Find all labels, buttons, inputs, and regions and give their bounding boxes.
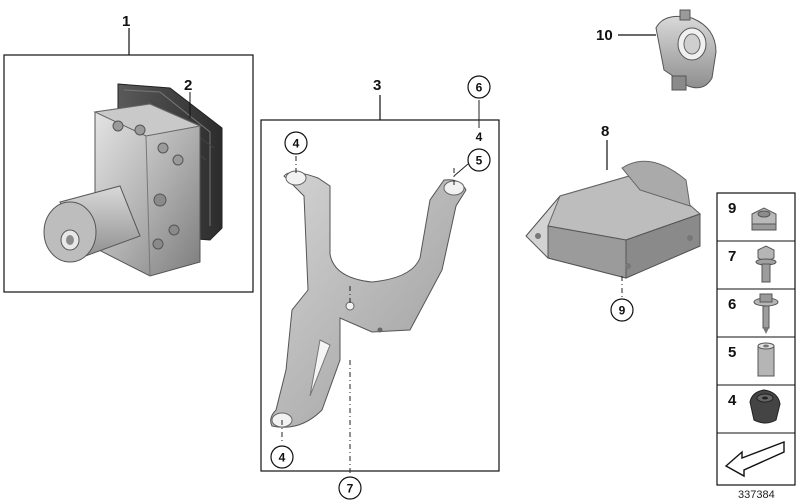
callout-control-unit: 8 xyxy=(601,123,609,140)
bracket-hole-top-left xyxy=(285,170,307,186)
callout-abs-unit: 1 xyxy=(122,13,130,30)
bushing-icon xyxy=(757,342,775,377)
callout-bracket-top-right-c: 5 xyxy=(476,154,483,168)
hardware-label-7: 7 xyxy=(728,248,736,265)
hardware-panel: 9 7 6 5 4 xyxy=(716,192,796,486)
callout-bracket: 3 xyxy=(373,77,381,94)
hardware-label-4: 4 xyxy=(728,392,737,409)
collar-screw-icon xyxy=(753,293,779,334)
callout-bracket-bottom-left: 4 xyxy=(279,451,286,465)
direction-arrow-icon xyxy=(724,440,785,478)
bracket-part xyxy=(270,172,467,428)
hex-nut-icon xyxy=(751,207,777,231)
callout-sensor: 10 xyxy=(596,27,613,44)
reference-number: 337384 xyxy=(738,489,775,501)
abs-unit-frame xyxy=(3,54,254,293)
rubber-mount-icon xyxy=(749,389,781,424)
sensor-part xyxy=(655,9,717,91)
bracket-group: 3 4 6 4 5 4 7 xyxy=(260,75,500,500)
control-unit-part xyxy=(525,160,701,279)
control-unit-group: 8 9 xyxy=(525,123,701,322)
hardware-label-6: 6 xyxy=(728,296,736,313)
abs-pump-motor xyxy=(43,185,141,263)
callout-control-unit-screw: 9 xyxy=(619,304,626,318)
callout-bracket-top-right-a: 6 xyxy=(476,81,483,95)
hardware-label-9: 9 xyxy=(728,200,736,217)
bracket-frame xyxy=(260,119,500,472)
hardware-label-5: 5 xyxy=(728,344,736,361)
sensor-group: 10 xyxy=(596,9,717,91)
abs-unit-group: 1 2 xyxy=(3,13,254,293)
callout-control-module: 2 xyxy=(184,77,192,94)
callout-bracket-top-left: 4 xyxy=(293,137,300,151)
hex-bolt-icon xyxy=(755,245,777,283)
callout-bracket-top-right-b: 4 xyxy=(476,130,483,144)
callout-bracket-bottom-center: 7 xyxy=(347,482,354,496)
